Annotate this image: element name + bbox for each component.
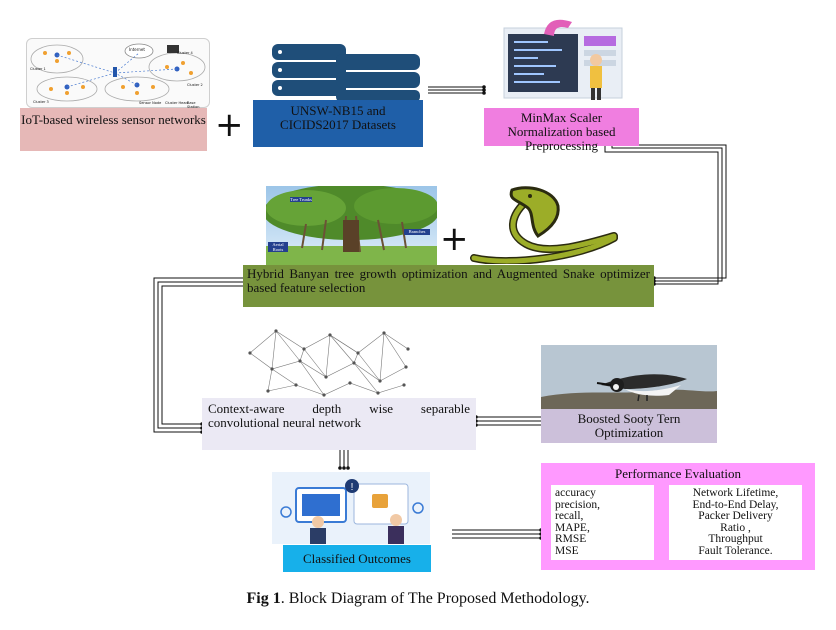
datasets-label: UNSW-NB15 and CICIDS2017 Datasets	[280, 103, 396, 132]
sooty-tern-photo	[541, 345, 717, 409]
wsn-cluster-label: Cluster 4	[177, 51, 193, 55]
hybrid-feature-selection-box: Hybrid Banyan tree growth optimization a…	[243, 265, 654, 307]
wsn-cluster-label: Cluster 1	[30, 67, 46, 71]
metric-item: Packer Delivery	[698, 510, 773, 522]
hybrid-feature-selection-label: Hybrid Banyan tree growth optimization a…	[247, 266, 650, 295]
metric-item: recall,	[555, 510, 584, 522]
wsn-network-image: Internet Cluster 1 Cluster 2 Cluster 3 C…	[26, 38, 210, 109]
iot-wsn-box: IoT-based wireless sensor networks	[20, 108, 207, 151]
metric-item: Network Lifetime,	[692, 487, 779, 499]
banyan-label-branches: Branches	[404, 229, 430, 235]
metric-item: End-to-End Delay,	[692, 498, 779, 511]
wsn-internet-label: Internet	[129, 47, 145, 52]
neural-network-illustration	[248, 329, 410, 397]
wsn-network-illustration	[30, 43, 206, 102]
figure-caption-label: Fig 1	[246, 590, 281, 607]
banyan-label-trunks: Tree Trunks	[290, 197, 312, 202]
iot-wsn-label: IoT-based wireless sensor networks	[21, 112, 206, 127]
figure-caption-text: . Block Diagram of The Proposed Methodol…	[280, 590, 590, 607]
database-icon	[272, 44, 420, 102]
metric-item: MSE	[555, 544, 579, 557]
wsn-legend-label: Sensor Node	[139, 101, 162, 105]
minmax-label: MinMax Scaler Normalization based Prepro…	[507, 110, 616, 153]
figure-caption: Fig 1. Block Diagram of The Proposed Met…	[0, 590, 836, 608]
wsn-legend-label: Cluster Head	[165, 101, 188, 105]
metric-item: Throughput	[708, 533, 763, 545]
metric-item: precision,	[555, 498, 601, 511]
banyan-label-roots: Aerial Roots	[268, 242, 288, 252]
minmax-box: MinMax Scaler Normalization based Prepro…	[484, 108, 639, 153]
classified-outcomes-label: Classified Outcomes	[303, 551, 411, 566]
performance-metrics-right: Network Lifetime, End-to-End Delay, Pack…	[669, 485, 802, 560]
metric-item: accuracy	[555, 487, 596, 499]
performance-metrics-left: accuracy precision, recall, MAPE, RMSE M…	[551, 485, 654, 560]
svg-text:!: !	[351, 482, 354, 493]
metric-item: Ratio ,	[720, 521, 751, 534]
cnn-box: Context-aware depth wise separable convo…	[202, 398, 476, 450]
wsn-legend-label: Base Station	[187, 101, 200, 109]
banyan-tree-image	[266, 186, 437, 265]
sooty-tern-box: Boosted Sooty Tern Optimization	[541, 409, 717, 443]
classified-outcomes-box: Classified Outcomes	[283, 545, 431, 572]
datasets-box: UNSW-NB15 and CICIDS2017 Datasets	[253, 100, 423, 147]
plus-icon: +	[215, 105, 244, 145]
metric-item: RMSE	[555, 533, 587, 545]
wsn-cluster-label: Cluster 2	[187, 83, 203, 87]
normalization-illustration	[503, 19, 623, 100]
sooty-tern-label: Boosted Sooty Tern Optimization	[577, 411, 681, 440]
metric-item: MAPE,	[555, 521, 590, 534]
security-illustration: !	[272, 472, 430, 544]
plus-icon: +	[440, 219, 469, 259]
performance-title: Performance Evaluation	[615, 466, 741, 481]
wsn-cluster-label: Cluster 3	[33, 100, 49, 104]
cnn-label: Context-aware depth wise separable convo…	[208, 401, 470, 430]
metric-item: Fault Tolerance.	[698, 544, 773, 557]
snake-icon	[470, 186, 618, 264]
